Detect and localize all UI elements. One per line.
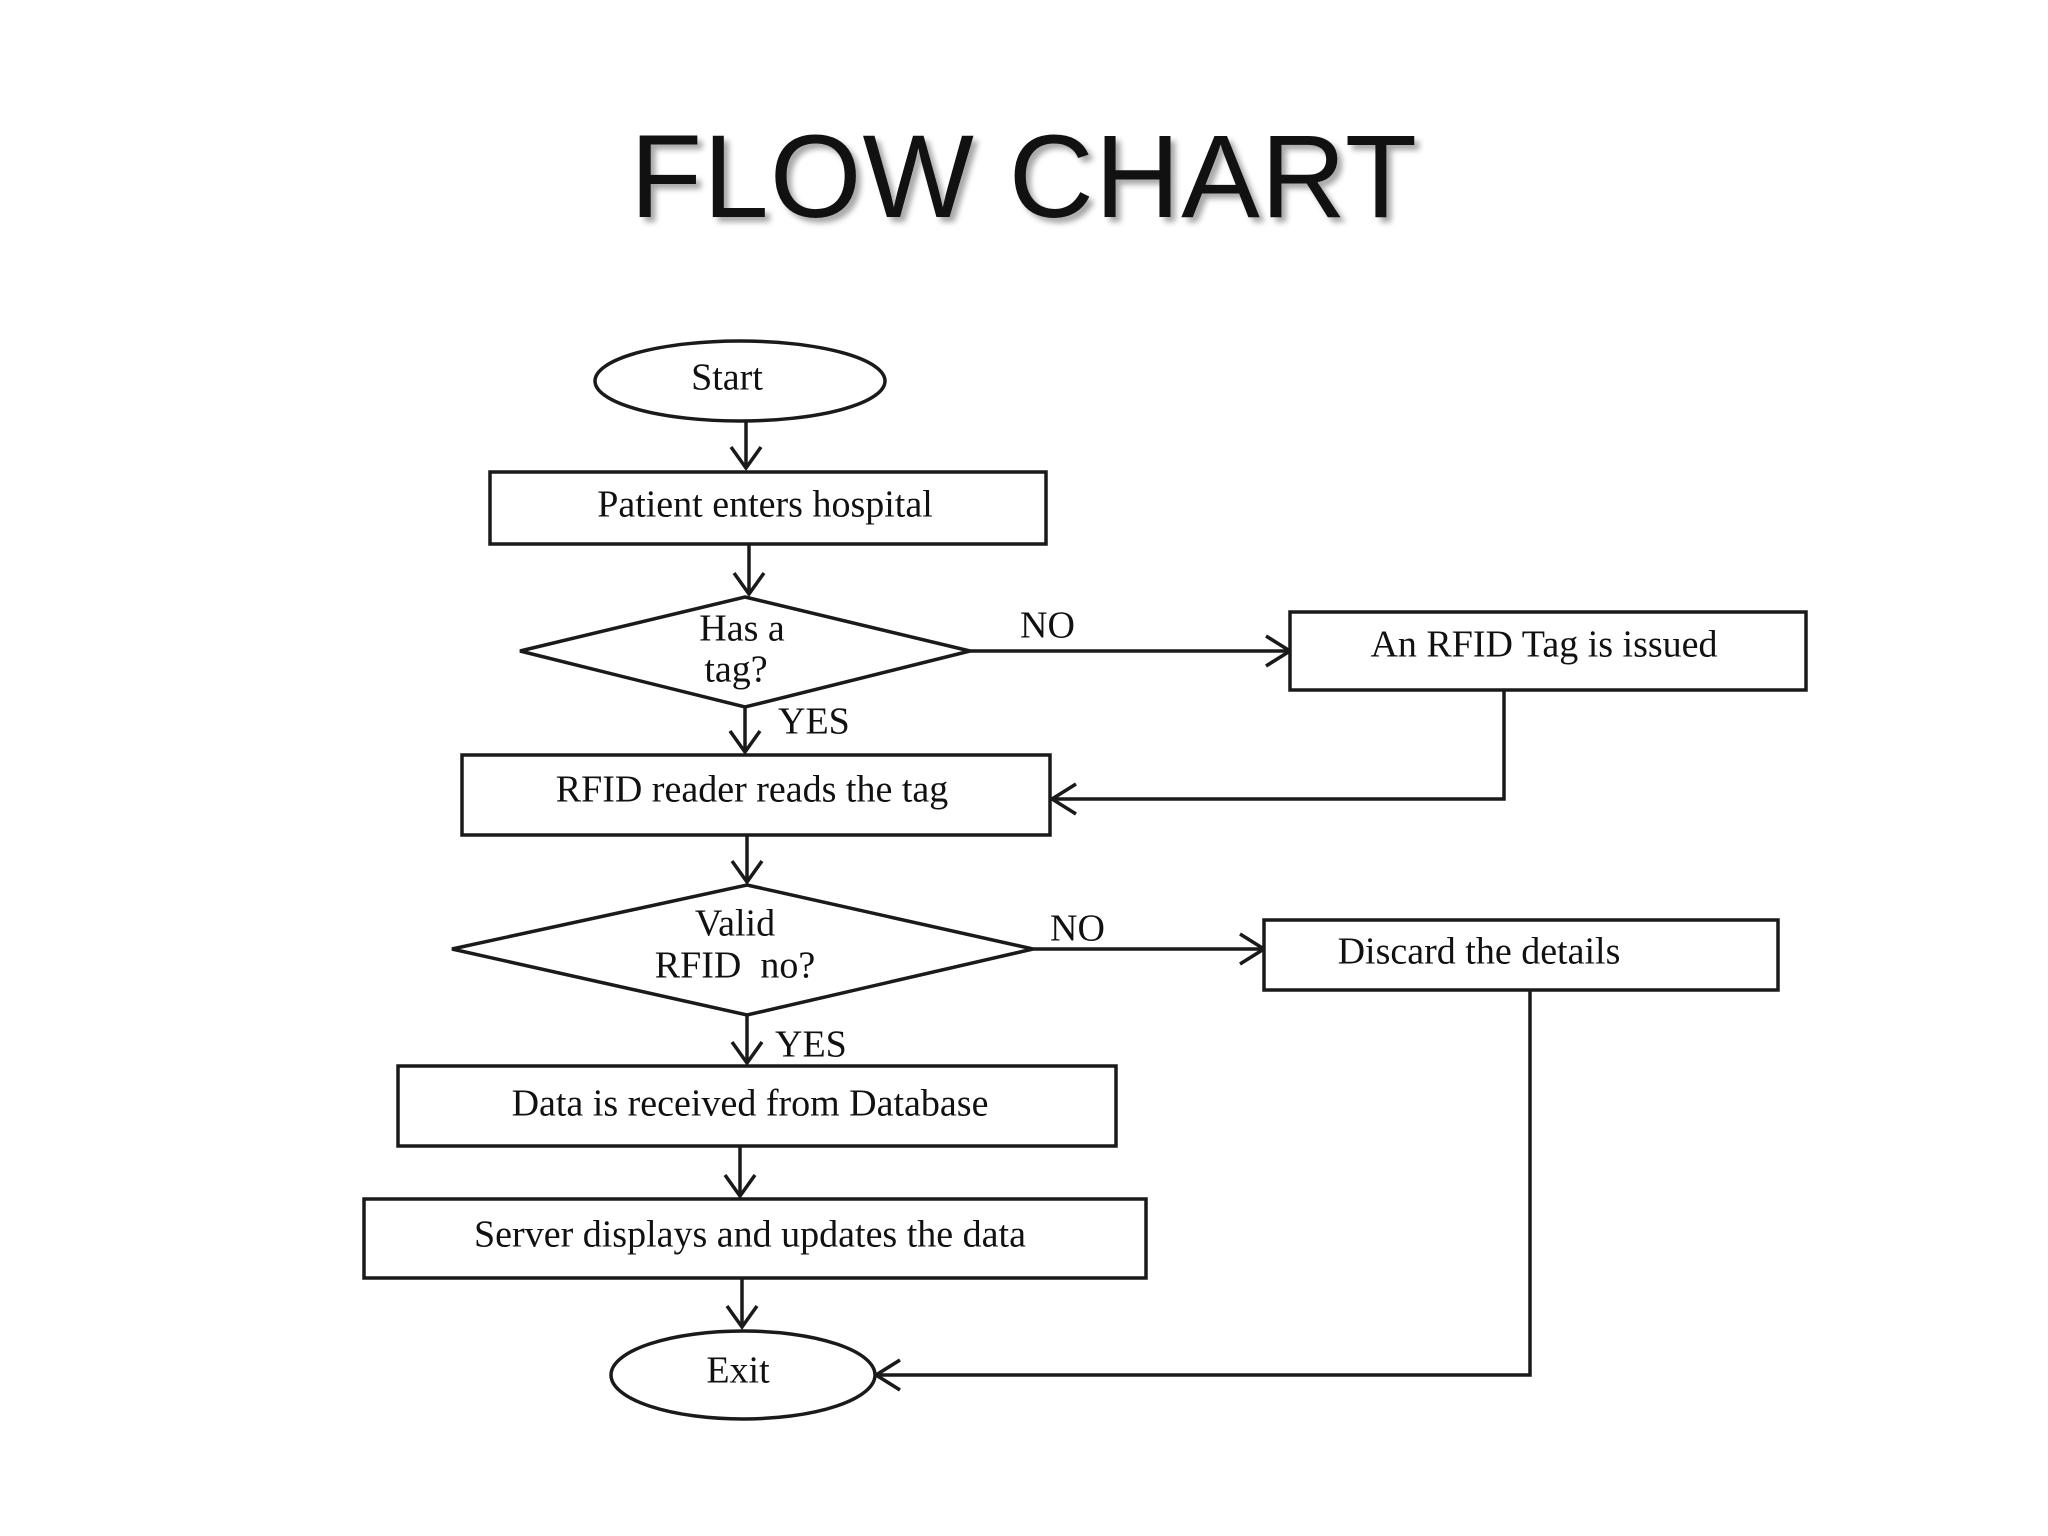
valid-no-label: NO bbox=[1050, 908, 1105, 950]
exit-label: Exit bbox=[706, 1350, 770, 1392]
process-reader-reads bbox=[460, 753, 1052, 837]
tag-issued-label: An RFID Tag is issued bbox=[1370, 624, 1717, 666]
process-discard bbox=[1262, 918, 1780, 992]
arrowhead-tagissued-to-reader bbox=[1048, 782, 1077, 816]
exit-terminal bbox=[609, 1329, 877, 1421]
arrowhead-server-to-exit bbox=[725, 1304, 759, 1331]
reader-reads-label: RFID reader reads the tag bbox=[556, 769, 949, 811]
patient-enters-label: Patient enters hospital bbox=[597, 484, 933, 526]
arrowhead-reader-to-valid bbox=[730, 859, 764, 886]
arrowhead-start-to-patient bbox=[729, 445, 763, 472]
has-tag-yes-label: YES bbox=[778, 701, 850, 743]
valid-rfid-label-line2: RFID no? bbox=[655, 945, 815, 987]
discard-label: Discard the details bbox=[1338, 931, 1621, 973]
arrowhead-hastag-yes bbox=[728, 729, 762, 756]
arrowhead-patient-to-hastag bbox=[732, 571, 766, 598]
arrowhead-data-to-server bbox=[723, 1173, 757, 1200]
start-terminal bbox=[593, 339, 887, 423]
edge-discard-to-exit bbox=[876, 990, 1532, 1377]
process-tag-issued bbox=[1288, 610, 1808, 692]
has-tag-label-line1: Has a bbox=[699, 608, 785, 650]
start-label: Start bbox=[691, 357, 763, 399]
process-server-displays bbox=[362, 1197, 1148, 1280]
process-patient-enters bbox=[488, 470, 1048, 546]
edge-tagissued-to-reader bbox=[1052, 690, 1506, 801]
data-received-label: Data is received from Database bbox=[512, 1083, 989, 1125]
server-displays-label: Server displays and updates the data bbox=[474, 1214, 1026, 1256]
valid-yes-label: YES bbox=[775, 1024, 847, 1066]
arrowhead-valid-yes bbox=[730, 1040, 764, 1067]
has-tag-label-line2: tag? bbox=[704, 649, 767, 691]
has-tag-no-label: NO bbox=[1020, 605, 1075, 647]
process-data-received bbox=[396, 1064, 1118, 1148]
valid-rfid-label-line1: Valid bbox=[695, 903, 775, 945]
page-title: FLOW CHART bbox=[630, 111, 1418, 243]
